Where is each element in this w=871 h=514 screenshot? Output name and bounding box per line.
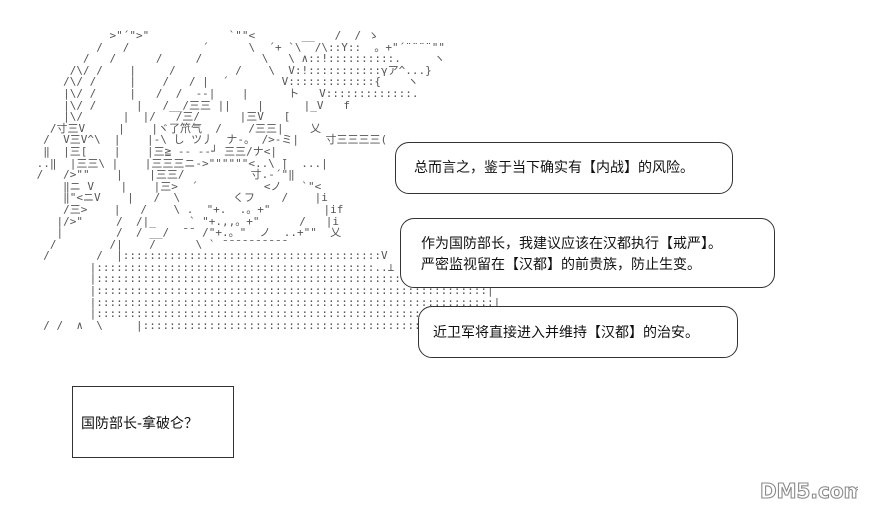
speech-bubble-2: 作为国防部长，我建议应该在汉都执行【戒严】。 严密监视留在【汉都】的前贵族，防止… — [400, 218, 775, 288]
speech-bubble-3: 近卫军将直接进入并维持【汉都】的治安。 — [418, 306, 738, 358]
speech-bubble-2-line-2: 严密监视留在【汉都】的前贵族，防止生变。 — [421, 257, 701, 273]
caption-text: 国防部长-拿破仑？ — [81, 416, 199, 432]
speech-bubble-3-line-1: 近卫军将直接进入并维持【汉都】的治安。 — [433, 325, 699, 341]
caption-box: 国防部长-拿破仑？ — [72, 386, 234, 458]
speech-bubble-1-line-1: 总而言之，鉴于当下确实有【内战】的风险。 — [414, 160, 694, 176]
speech-bubble-2-line-1: 作为国防部长，我建议应该在汉都执行【戒严】。 — [421, 236, 722, 252]
dm5-watermark-logo: DM5.com — [759, 478, 858, 503]
watermark-text: DM5.com — [760, 479, 858, 503]
speech-bubble-1: 总而言之，鉴于当下确实有【内战】的风险。 — [395, 142, 733, 194]
ascii-art-figure: >"´">" `""< __ / / ゝ / / ´ \ ´+ `\ /\::Y… — [36, 30, 530, 332]
